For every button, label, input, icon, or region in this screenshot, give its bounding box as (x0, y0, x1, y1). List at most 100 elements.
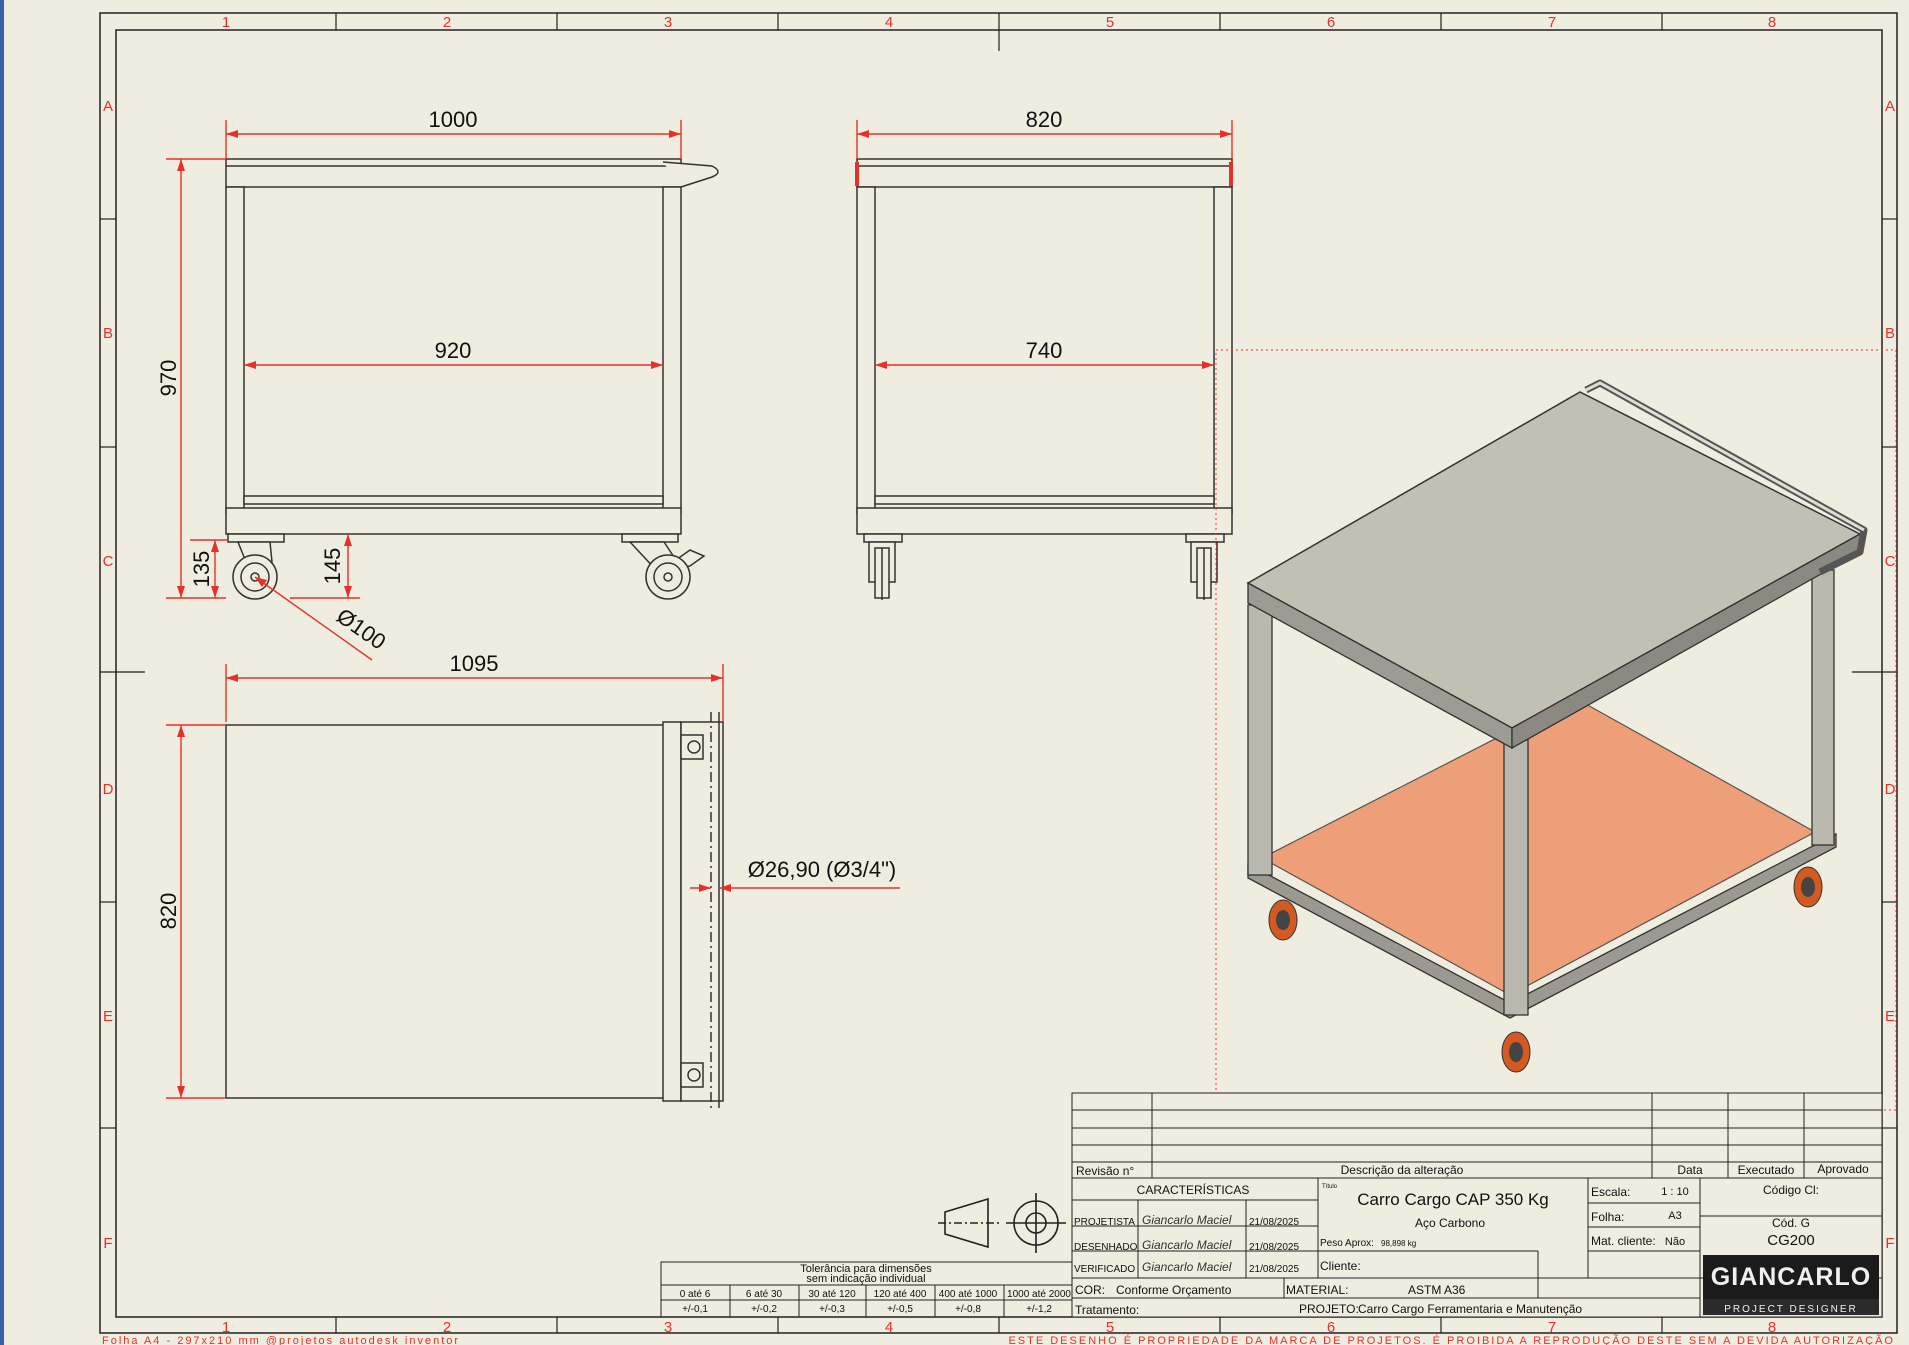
dim-tube-diameter: Ø26,90 (Ø3/4") (748, 857, 896, 882)
row-label-right: A (1885, 98, 1895, 115)
caster-front-left (1268, 899, 1298, 941)
scale-value: 1 : 10 (1661, 1186, 1689, 1198)
row-label-right: D (1885, 781, 1896, 798)
col-label-top: 4 (885, 14, 893, 31)
tolerance-value: +/-0,3 (819, 1304, 845, 1315)
row-label-left: A (103, 98, 113, 115)
tolerance-table: Tolerância para dimensões sem indicação … (660, 1261, 1073, 1318)
dimension-lines (166, 120, 1233, 1099)
dim-caster-height-left: 135 (189, 551, 214, 588)
row-label-left: D (103, 781, 114, 798)
material-label: MATERIAL: (1286, 1283, 1348, 1297)
col-label-top: 2 (443, 14, 451, 31)
characteristics-label: CARACTERÍSTICAS (1137, 1182, 1250, 1197)
client-label: Cliente: (1320, 1259, 1361, 1273)
front-view (225, 158, 719, 543)
tolerance-range: 6 até 30 (746, 1289, 783, 1300)
col-label-bottom: 6 (1327, 1319, 1335, 1336)
tolerance-value: +/-0,2 (751, 1304, 777, 1315)
tolerance-range: 1000 até 2000 (1007, 1289, 1071, 1300)
col-label-top: 1 (222, 14, 230, 31)
row-label-right: B (1885, 325, 1895, 342)
dim-side-width: 820 (1026, 107, 1063, 132)
tolerance-value: +/-0,5 (887, 1304, 913, 1315)
mat-client-value: Não (1665, 1236, 1685, 1248)
projetista-label: PROJETISTA (1074, 1217, 1135, 1228)
code-cl-label: Código Cl: (1763, 1183, 1819, 1197)
sheet-footer-right: ESTE DESENHO É PROPRIEDADE DA MARCA DE P… (1008, 1334, 1895, 1345)
project-label: PROJETO: (1299, 1302, 1359, 1316)
dim-side-inner: 740 (1026, 338, 1063, 363)
row-label-right: F (1885, 1235, 1894, 1252)
desenhado-date: 21/08/2025 (1249, 1242, 1299, 1253)
executed-label: Executado (1738, 1163, 1795, 1177)
col-label-top: 3 (664, 14, 672, 31)
dimension-texts: 1000 920 970 135 145 Ø100 820 740 1095 8… (156, 107, 1062, 929)
logo-name: GIANCARLO (1711, 1263, 1871, 1291)
dim-top-depth: 820 (156, 893, 181, 930)
description-label: Descrição da alteração (1341, 1163, 1464, 1177)
col-label-bottom: 2 (443, 1319, 451, 1336)
dim-front-height: 970 (156, 360, 181, 397)
signature-verificado: Giancarlo Maciel (1142, 1260, 1232, 1274)
drawing-subtitle: Aço Carbono (1415, 1216, 1485, 1230)
col-label-bottom: 5 (1106, 1319, 1114, 1336)
tolerance-value: +/-0,8 (955, 1304, 981, 1315)
dim-front-inner: 920 (435, 338, 472, 363)
signature-projetista: Giancarlo Maciel (1142, 1213, 1232, 1227)
row-label-right: E (1885, 1008, 1895, 1025)
col-label-bottom: 7 (1548, 1319, 1556, 1336)
desenhado-label: DESENHADO (1074, 1242, 1138, 1253)
tolerance-range: 400 até 1000 (939, 1289, 998, 1300)
dim-caster-height-right: 145 (320, 548, 345, 585)
drawing-title: Carro Cargo CAP 350 Kg (1357, 1190, 1549, 1209)
weight-label: Peso Aprox: (1320, 1238, 1374, 1249)
dim-front-width: 1000 (429, 107, 478, 132)
tolerance-range: 30 até 120 (808, 1289, 856, 1300)
row-label-right: C (1885, 553, 1896, 570)
col-label-bottom: 8 (1768, 1319, 1776, 1336)
revision-label: Revisão n° (1076, 1164, 1134, 1178)
color-label: COR: (1075, 1283, 1105, 1297)
isometric-view (1215, 349, 1897, 1111)
col-label-top: 7 (1548, 14, 1556, 31)
col-label-bottom: 3 (664, 1319, 672, 1336)
col-label-top: 5 (1106, 14, 1114, 31)
caster-front-center (1501, 1031, 1531, 1073)
row-label-left: B (103, 325, 113, 342)
col-label-bottom: 4 (885, 1319, 893, 1336)
zone-ticks (100, 13, 1897, 1333)
scale-label: Escala: (1591, 1185, 1630, 1199)
date-label: Data (1677, 1163, 1703, 1177)
tolerance-value: +/-1,2 (1026, 1304, 1052, 1315)
tolerance-title: Tolerância para dimensões (800, 1263, 932, 1275)
row-label-left: E (103, 1008, 113, 1025)
verificado-label: VERIFICADO (1074, 1264, 1135, 1275)
tolerance-range: 120 até 400 (874, 1289, 927, 1300)
dim-top-length: 1095 (450, 651, 499, 676)
color-value: Conforme Orçamento (1116, 1283, 1232, 1297)
code-g-label: Cód. G (1772, 1216, 1810, 1230)
col-label-top: 6 (1327, 14, 1335, 31)
approved-label: Aprovado (1817, 1162, 1869, 1176)
signature-desenhado: Giancarlo Maciel (1142, 1238, 1232, 1252)
top-view (225, 712, 724, 1108)
title-small-label: Título (1322, 1184, 1338, 1190)
row-label-left: C (103, 553, 114, 570)
sheet-footer-left: Folha A4 - 297x210 mm @projetos autodesk… (102, 1335, 460, 1345)
code-g-value: CG200 (1767, 1232, 1815, 1249)
col-label-top: 8 (1768, 14, 1776, 31)
projetista-date: 21/08/2025 (1249, 1217, 1299, 1228)
col-label-bottom: 1 (222, 1319, 230, 1336)
company-logo: GIANCARLO PROJECT DESIGNER (1703, 1255, 1879, 1315)
sheet-value: A3 (1668, 1210, 1681, 1222)
zone-labels: 1 2 3 4 5 6 7 8 1 2 3 4 5 6 7 8 A B C D … (103, 14, 1896, 1336)
tolerance-range: 0 até 6 (680, 1289, 711, 1300)
project-value: Carro Cargo Ferramentaria e Manutenção (1358, 1302, 1582, 1316)
projection-symbol (938, 1193, 1066, 1253)
row-label-left: F (103, 1235, 112, 1252)
title-block: Revisão n° Descrição da alteração Data E… (1071, 1092, 1883, 1318)
caster-back-right (1793, 866, 1823, 908)
tolerance-subtitle: sem indicação individual (806, 1273, 925, 1285)
